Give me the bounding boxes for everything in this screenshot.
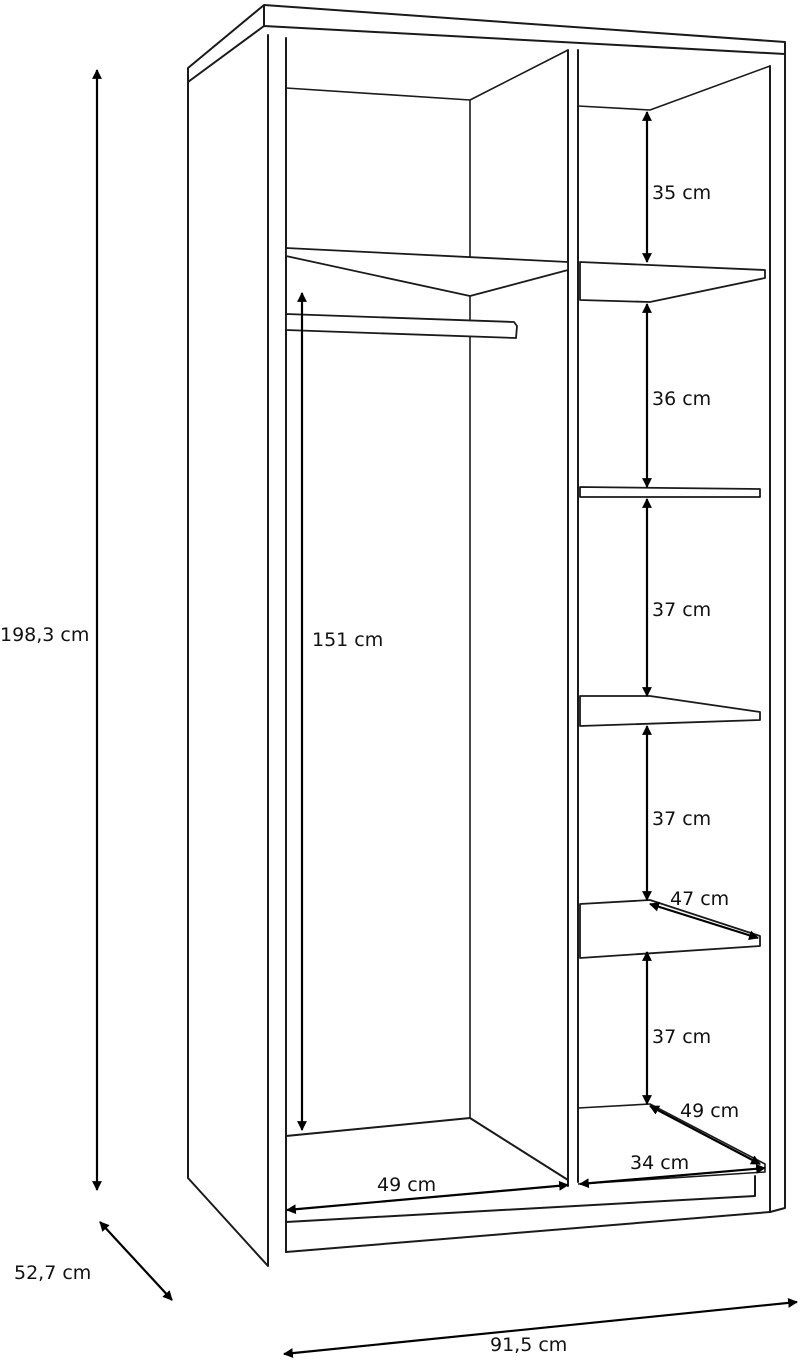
- left-top-shelf: [285, 247, 569, 297]
- label-overall-height: 198,3 cm: [0, 624, 89, 646]
- dim-overall-depth: [99, 1221, 173, 1301]
- label-overall-width: 91,5 cm: [490, 1334, 567, 1356]
- dim-right-bottom-depth: [649, 1105, 761, 1165]
- right-shelf-3: [579, 695, 761, 727]
- inner-top-edge: [285, 49, 771, 111]
- label-shelf-gap-3: 37 cm: [652, 599, 711, 621]
- label-shelf-depth: 47 cm: [670, 888, 729, 910]
- label-shelf-gap-5: 37 cm: [652, 1026, 711, 1048]
- right-shelf-1: [579, 261, 766, 303]
- center-divider: [567, 49, 579, 1187]
- dim-overall-width: [283, 1297, 798, 1359]
- right-shelf-2: [579, 486, 761, 498]
- label-shelf-gap-2: 36 cm: [652, 388, 711, 410]
- label-overall-depth: 52,7 cm: [14, 1262, 91, 1284]
- left-side-panel: [187, 34, 269, 1267]
- label-shelf-gap-4: 37 cm: [652, 808, 711, 830]
- label-shelf-gap-1: 35 cm: [652, 182, 711, 204]
- top-crown: [187, 4, 786, 83]
- label-hanging-height: 151 cm: [312, 629, 383, 651]
- hanging-rail: [285, 313, 518, 339]
- dimension-labels: 198,3 cm 52,7 cm 91,5 cm 151 cm 49 cm 34…: [0, 182, 739, 1356]
- dim-shelf-depth: [649, 901, 759, 941]
- label-right-bottom-depth: 49 cm: [680, 1100, 739, 1122]
- right-front-post: [769, 53, 786, 1213]
- label-right-bottom-width: 34 cm: [630, 1152, 689, 1174]
- dim-right-bottom-width: [579, 1163, 766, 1189]
- dimension-lines: [92, 69, 798, 1359]
- bottom-plinth: [285, 1117, 771, 1253]
- label-left-bottom-width: 49 cm: [377, 1174, 436, 1196]
- dim-left-bottom-width: [286, 1180, 569, 1215]
